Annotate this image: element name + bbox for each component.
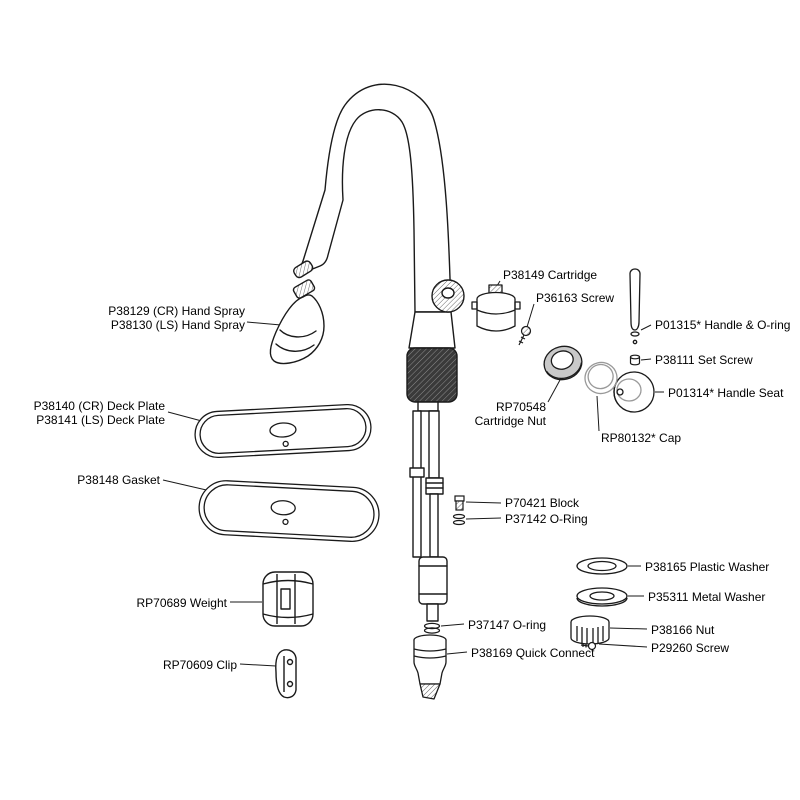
- cartridge-nut-art: [543, 345, 583, 381]
- part-label-line: P38141 (LS) Deck Plate: [36, 413, 165, 427]
- part-label-line: RP70609 Clip: [162, 658, 237, 672]
- part-label-cartridge-nut: RP70548 Cartridge Nut: [475, 400, 546, 428]
- screw-p29260-art: [580, 641, 597, 651]
- part-label-set-screw: P38111 Set Screw: [655, 353, 753, 367]
- part-label-line: P38130 (LS) Hand Spray: [110, 318, 245, 332]
- quick-connect-art: [413, 634, 447, 700]
- part-label-line: P38169 Quick Connect: [471, 646, 595, 660]
- weight-art: [262, 571, 314, 627]
- set-screw-art: [629, 354, 641, 366]
- part-label-metal-washer: P35311 Metal Washer: [648, 590, 765, 604]
- part-label-line: P29260 Screw: [651, 641, 730, 655]
- part-label-line: P38166 Nut: [651, 623, 715, 637]
- metal-washer-art: [576, 587, 628, 607]
- part-label-line: P38129 (CR) Hand Spray: [108, 304, 245, 318]
- handle-art: [629, 268, 641, 345]
- part-label-quick-connect: P38169 Quick Connect: [471, 646, 594, 660]
- part-label-line: RP70689 Weight: [136, 596, 227, 610]
- part-label-nut: P38166 Nut: [651, 623, 714, 637]
- part-label-line: P37142 O-Ring: [505, 512, 588, 526]
- oring-p37142-art: [452, 513, 466, 526]
- part-label-line: P38140 (CR) Deck Plate: [33, 399, 165, 413]
- part-label-clip: RP70609 Clip: [163, 658, 237, 672]
- nut-art: [570, 615, 610, 645]
- deck-plate-art: [194, 403, 372, 459]
- part-label-cartridge: P38149 Cartridge: [503, 268, 597, 282]
- part-label-gasket: P38148 Gasket: [77, 473, 160, 487]
- part-label-screw-p36163: P36163 Screw: [536, 291, 614, 305]
- part-label-weight: RP70689 Weight: [136, 596, 227, 610]
- part-label-line: P38111 Set Screw: [655, 353, 753, 367]
- hand-spray-art: [269, 279, 325, 365]
- part-label-line: P38149 Cartridge: [503, 268, 598, 282]
- clip-art: [275, 649, 297, 699]
- part-label-line: Cartridge Nut: [474, 414, 546, 428]
- handle-seat-art: [613, 371, 655, 413]
- part-label-handle-oring: P01315* Handle & O-ring: [655, 318, 790, 332]
- part-label-line: P38148 Gasket: [77, 473, 160, 487]
- screw-p36163-art: [518, 325, 532, 346]
- part-label-block: P70421 Block: [505, 496, 579, 510]
- part-label-deck-plate: P38140 (CR) Deck Plate P38141 (LS) Deck …: [34, 399, 165, 427]
- block-art: [454, 495, 465, 511]
- part-label-line: RP80132* Cap: [601, 431, 682, 445]
- part-label-hand-spray: P38129 (CR) Hand Spray P38130 (LS) Hand …: [108, 304, 245, 332]
- part-label-line: P36163 Screw: [536, 291, 615, 305]
- gasket-art: [198, 480, 380, 543]
- part-label-line: P35311 Metal Washer: [648, 590, 766, 604]
- faucet-art: [292, 83, 465, 622]
- part-label-plastic-washer: P38165 Plastic Washer: [645, 560, 769, 574]
- part-label-oring-p37147: P37147 O-ring: [468, 618, 546, 632]
- part-label-line: P01315* Handle & O-ring: [655, 318, 791, 332]
- cap-art: [584, 361, 618, 395]
- part-label-cap: RP80132* Cap: [601, 431, 681, 445]
- leader-lines: [162, 280, 664, 667]
- part-label-screw-p29260: P29260 Screw: [651, 641, 729, 655]
- part-label-line: RP70548: [495, 400, 546, 414]
- plastic-washer-art: [576, 557, 628, 575]
- cartridge-art: [471, 284, 521, 332]
- part-label-handle-seat: P01314* Handle Seat: [668, 386, 783, 400]
- part-label-oring-p37142: P37142 O-Ring: [505, 512, 588, 526]
- part-label-line: P38165 Plastic Washer: [645, 560, 770, 574]
- part-label-line: P70421 Block: [505, 496, 580, 510]
- part-label-line: P37147 O-ring: [468, 618, 547, 632]
- oring-p37147-art: [423, 622, 441, 634]
- part-label-line: P01314* Handle Seat: [668, 386, 784, 400]
